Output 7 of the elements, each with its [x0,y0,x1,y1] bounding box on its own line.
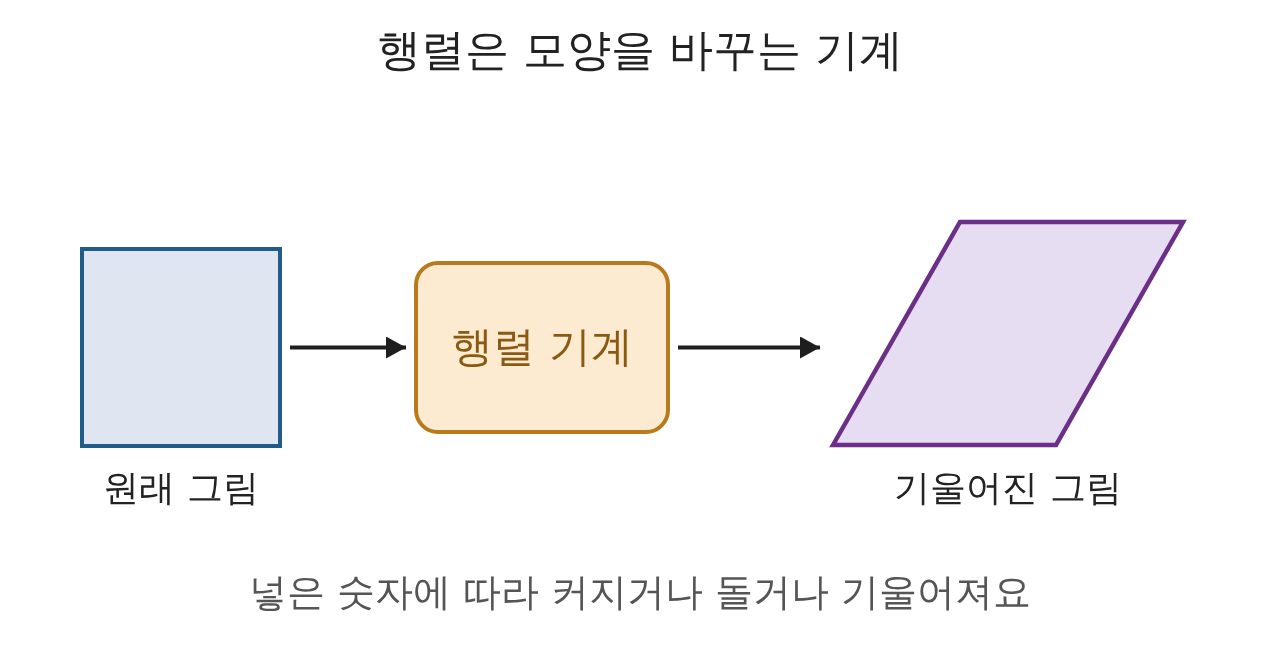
arrow [678,336,820,359]
arrow [290,336,406,359]
shape-label: 원래 그림 [103,466,259,510]
diagram-caption: 넣은 숫자에 따라 커지거나 돌거나 기울어져요 [248,569,1032,616]
shape-label: 기울어진 그림 [894,466,1122,510]
diagram-title: 행렬은 모양을 바꾸는 기계 [377,23,903,77]
process-box: 행렬 기계 [414,261,670,434]
